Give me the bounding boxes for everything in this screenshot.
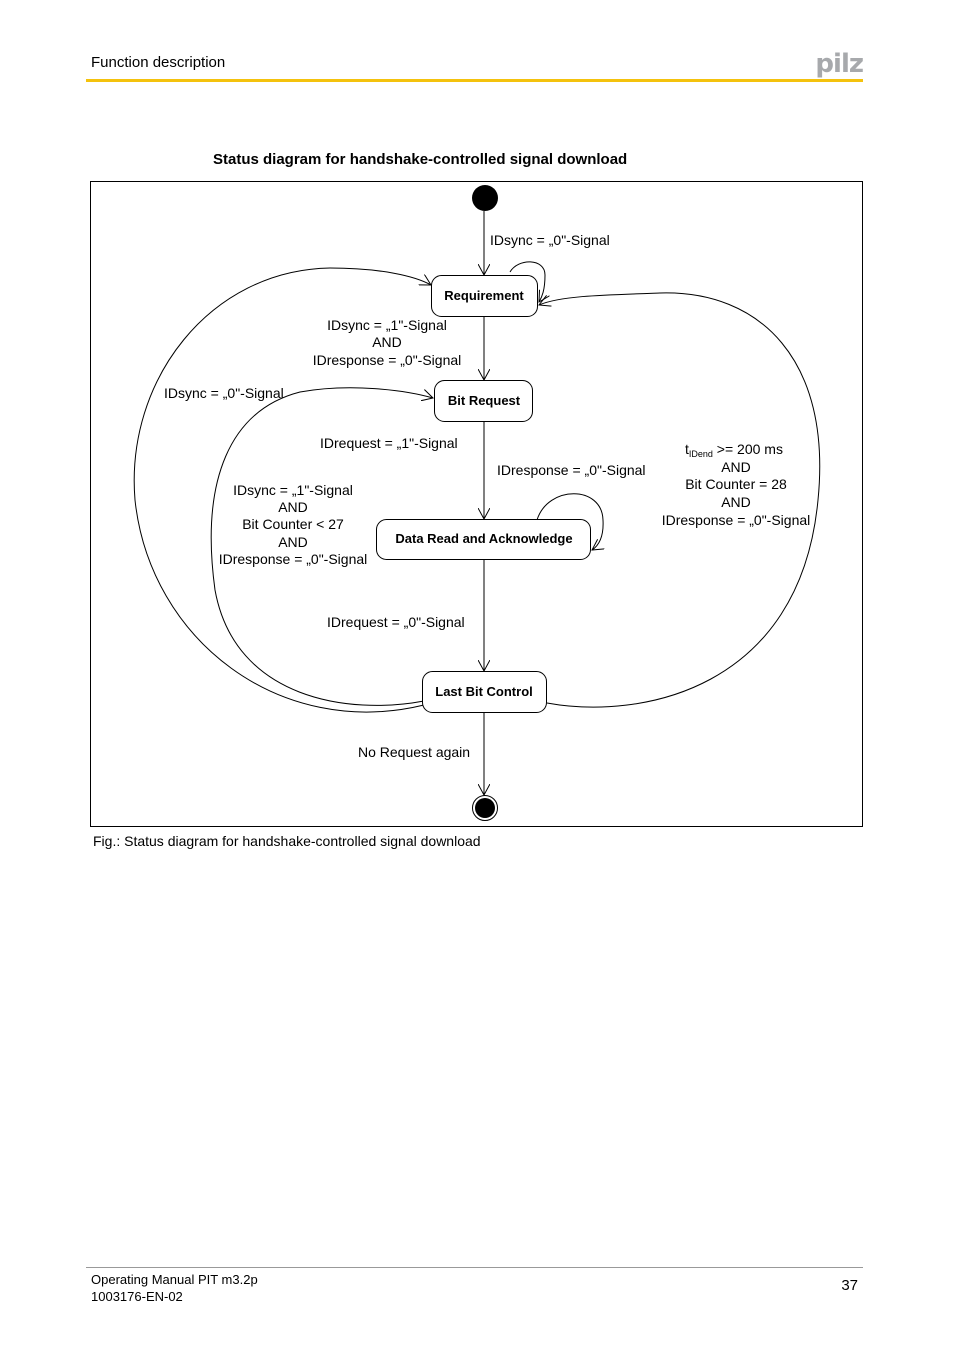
label-right-1: tIDend >= 200 ms [685,441,783,459]
timeout-transition-curve [539,292,821,708]
header-section-title: Function description [91,54,226,71]
state-requirement-label: Requirement [444,288,524,303]
label-loop-back-2: AND [278,499,308,515]
label-last-to-end: No Request again [358,744,470,760]
label-loop-back-4: AND [278,534,308,550]
page-number: 37 [841,1277,858,1294]
label-req-to-bit-3: IDresponse = „0"-Signal [313,352,462,368]
diagram-frame [90,181,863,827]
state-last-bit [422,671,547,713]
state-bit-request-label: Bit Request [448,393,521,408]
label-right-4: AND [721,494,751,510]
footer-rule [86,1267,863,1268]
label-bit-to-data: IDrequest = „1"-Signal [320,435,458,451]
requirement-self-loop [509,261,545,302]
label-req-to-bit-1: IDsync = „1"-Signal [327,317,447,333]
initial-state-dot [472,185,498,211]
label-right-1-t: t [685,441,689,457]
state-requirement [431,275,538,317]
state-bit-request [434,380,533,422]
state-data-read-label: Data Read and Acknowledge [395,531,572,546]
final-state-dot [475,798,495,818]
data-read-self-loop [536,493,603,550]
label-loop-back-1: IDsync = „1"-Signal [233,482,353,498]
pilz-logo: pilz [815,49,864,79]
label-req-to-bit-2: AND [372,334,402,350]
label-loop-back-3: Bit Counter < 27 [242,516,344,532]
label-right-2: AND [721,459,751,475]
label-right-5: IDresponse = „0"-Signal [662,512,811,528]
reset-transition-curve [133,267,431,713]
header-rule [86,79,863,82]
label-right-3: Bit Counter = 28 [685,476,787,492]
footer-manual-title: Operating Manual PIT m3.2p [91,1272,258,1287]
figure-caption: Fig.: Status diagram for handshake-contr… [93,833,481,849]
label-loop-back-5: IDresponse = „0"-Signal [219,551,368,567]
label-right-1-suffix: >= 200 ms [713,441,783,457]
state-last-bit-label: Last Bit Control [435,684,533,699]
label-data-to-last: IDrequest = „0"-Signal [327,614,465,630]
label-data-self: IDresponse = „0"-Signal [497,462,646,478]
label-right-1-sub: IDend [689,449,713,459]
footer-doc-number: 1003176-EN-02 [91,1289,183,1304]
figure-title: Status diagram for handshake-controlled … [213,151,628,168]
loop-back-transition-curve [210,387,433,706]
label-start-transition: IDsync = „0"-Signal [490,232,610,248]
state-data-read [376,519,591,560]
label-reset-left: IDsync = „0"-Signal [164,385,284,401]
